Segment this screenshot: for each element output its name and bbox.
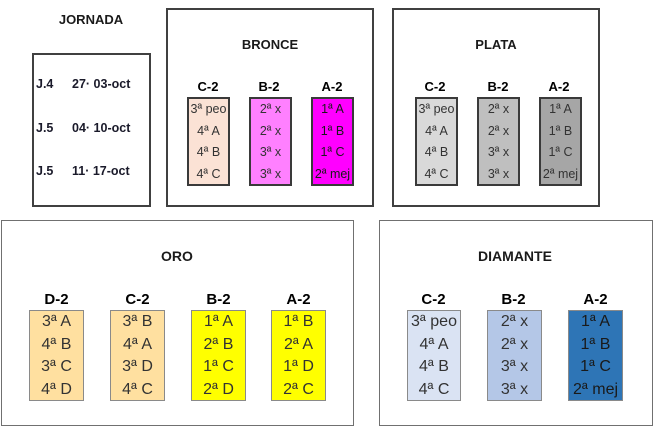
group-entry: 4ª D xyxy=(41,380,72,398)
column-header: D-2 xyxy=(44,291,69,308)
plata-panel: PLATA C-2 B-2 A-2 3ª peo 4ª A 4ª B 4ª C 2ª … xyxy=(392,8,600,207)
group-entry: 2ª C xyxy=(283,380,314,398)
group-cell: 1ª B 2ª A 1ª D 2ª C xyxy=(271,310,326,401)
jornada-date: 11· 17-oct xyxy=(72,164,130,178)
group-cell: 3ª peo 4ª A 4ª B 4ª C xyxy=(415,97,458,186)
group-entry: 4ª A xyxy=(425,123,448,138)
bronce-panel: BRONCE C-2 B-2 A-2 3ª peo 4ª A 4ª B 4ª C 2ª… xyxy=(166,8,374,207)
group-entry: 2ª B xyxy=(203,335,234,353)
group-entry: 1ª C xyxy=(320,145,345,159)
group-entry: 2ª mej xyxy=(314,166,351,181)
column-header: B-2 xyxy=(487,79,509,94)
group-entry: 3ª x xyxy=(500,380,529,398)
group-entry: 4ª B xyxy=(196,145,221,159)
group-cell: 1ª A 2ª B 1ª C 2ª D xyxy=(191,310,246,401)
group-entry: 4ª C xyxy=(196,166,221,181)
group-entry: 1ª D xyxy=(283,358,314,375)
group-entry: 4ª C xyxy=(418,380,450,398)
jornada-number: J.4 xyxy=(36,77,54,91)
group-entry: 2ª x xyxy=(500,313,529,330)
group-entry: 4ª C xyxy=(122,380,153,398)
group-entry: 1ª B xyxy=(283,313,314,330)
group-entry: 1ª C xyxy=(580,358,611,375)
group-cell: 2ª x 2ª x 3ª x 3ª x xyxy=(487,310,542,401)
column-header: C-2 xyxy=(421,291,446,308)
jornada-title: JORNADA xyxy=(58,12,124,27)
group-entry: 4ª A xyxy=(197,123,220,138)
group-entry: 2ª mej xyxy=(542,166,579,181)
group-cell: 1ª A 1ª B 1ª C 2ª mej xyxy=(311,97,354,186)
group-entry: 1ª A xyxy=(321,102,344,116)
group-entry: 2ª D xyxy=(203,380,234,398)
group-entry: 3ª x xyxy=(500,358,529,375)
group-cell: 3ª peo 4ª A 4ª B 4ª C xyxy=(187,97,230,186)
group-cell: 3ª A 4ª B 3ª C 4ª D xyxy=(29,310,84,401)
group-entry: 4ª A xyxy=(122,335,153,353)
bronce-title: BRONCE xyxy=(241,37,299,52)
group-entry: 4ª B xyxy=(41,335,72,353)
group-entry: 2ª x xyxy=(487,123,510,138)
oro-panel: ORO D-2 C-2 B-2 A-2 3ª A 4ª B 3ª C 4ª D 3ª … xyxy=(1,220,354,426)
group-entry: 3ª x xyxy=(487,166,510,181)
group-entry: 3ª x xyxy=(259,145,282,159)
column-header: A-2 xyxy=(286,291,311,308)
group-entry: 3ª peo xyxy=(190,102,227,116)
diamante-title: DIAMANTE xyxy=(478,248,552,264)
column-header: A-2 xyxy=(548,79,570,94)
group-entry: 1ª B xyxy=(548,123,573,138)
plata-title: PLATA xyxy=(475,37,517,52)
group-entry: 1ª B xyxy=(320,123,345,138)
group-entry: 2ª x xyxy=(487,102,510,116)
group-entry: 2ª mej xyxy=(572,380,619,398)
group-entry: 1ª A xyxy=(549,102,572,116)
group-entry: 1ª B xyxy=(580,335,611,353)
group-entry: 3ª peo xyxy=(418,102,455,116)
group-entry: 1ª A xyxy=(580,313,611,330)
oro-title: ORO xyxy=(161,248,193,264)
group-entry: 4ª C xyxy=(424,166,449,181)
group-entry: 2ª x xyxy=(500,335,529,353)
group-entry: 4ª A xyxy=(419,335,449,353)
group-cell: 2ª x 2ª x 3ª x 3ª x xyxy=(249,97,292,186)
group-entry: 3ª A xyxy=(41,313,72,330)
column-header: A-2 xyxy=(321,79,343,94)
group-entry: 1ª C xyxy=(203,358,234,375)
jornada-date: 04· 10-oct xyxy=(72,121,131,135)
column-header: A-2 xyxy=(583,291,608,308)
column-header: C-2 xyxy=(197,79,219,94)
group-entry: 2ª x xyxy=(259,102,282,116)
jornada-number: J.5 xyxy=(36,121,54,135)
group-entry: 4ª B xyxy=(424,145,449,159)
column-header: B-2 xyxy=(206,291,231,308)
group-entry: 3ª x xyxy=(487,145,510,159)
group-entry: 3ª peo xyxy=(411,313,457,330)
group-entry: 1ª C xyxy=(548,145,573,159)
group-entry: 3ª x xyxy=(259,166,282,181)
column-header: B-2 xyxy=(258,79,280,94)
group-entry: 3ª C xyxy=(41,358,72,375)
jornada-number: J.5 xyxy=(36,164,54,178)
group-cell: 1ª A 1ª B 1ª C 2ª mej xyxy=(539,97,582,186)
group-cell: 1ª A 1ª B 1ª C 2ª mej xyxy=(568,310,623,401)
column-header: C-2 xyxy=(125,291,150,308)
group-entry: 1ª A xyxy=(203,313,234,330)
group-entry: 3ª B xyxy=(122,313,153,330)
group-entry: 2ª x xyxy=(259,123,282,138)
group-entry: 2ª A xyxy=(283,335,314,353)
column-header: C-2 xyxy=(424,79,446,94)
group-entry: 4ª B xyxy=(419,358,449,375)
group-entry: 3ª D xyxy=(122,358,153,375)
group-cell: 3ª peo 4ª A 4ª B 4ª C xyxy=(407,310,461,401)
jornada-date: 27· 03-oct xyxy=(72,77,131,91)
group-cell: 2ª x 2ª x 3ª x 3ª x xyxy=(477,97,520,186)
group-cell: 3ª B 4ª A 3ª D 4ª C xyxy=(110,310,165,401)
column-header: B-2 xyxy=(501,291,526,308)
jornada-box: J.4 27· 03-oct J.5 04· 10-oct J.5 11· 17… xyxy=(32,53,151,207)
